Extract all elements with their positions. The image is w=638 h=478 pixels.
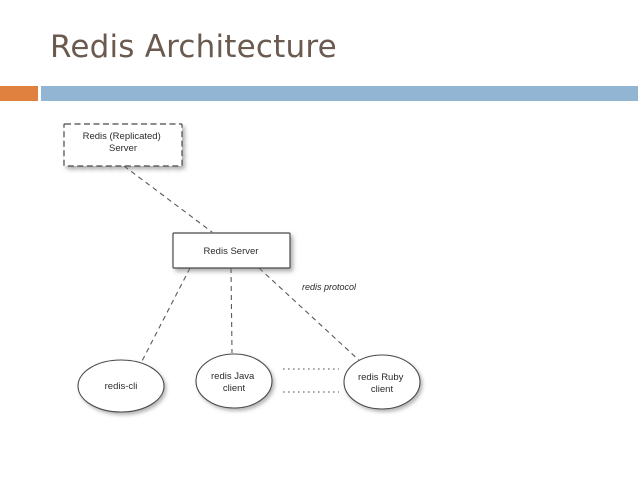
node-redis-ruby-client-shape	[343, 354, 421, 410]
node-redis-server-shape	[172, 232, 291, 269]
edge-server-to-java	[230, 267, 233, 354]
node-redis-server-label: Redis Server	[204, 246, 259, 257]
architecture-diagram: redis protocol Redis (Replicated) Server…	[0, 101, 638, 478]
node-redis-ruby-client-label: redis Ruby client	[358, 372, 406, 395]
title-divider-bar	[41, 86, 638, 101]
diagram-canvas: redis protocol Redis (Replicated) Server…	[63, 123, 421, 413]
node-redis-cli-label: redis-cli	[105, 381, 138, 392]
node-redis-cli[interactable]: redis-cli	[77, 359, 165, 413]
node-redis-java-client-label: redis Java client	[211, 371, 257, 394]
node-replicated-server-shape	[63, 123, 183, 167]
page-title: Redis Architecture	[50, 29, 337, 65]
edge-server-to-cli	[140, 267, 191, 364]
title-accent-block	[0, 86, 38, 101]
node-redis-java-client-shape	[195, 353, 273, 409]
edge-replicated-to-server	[123, 165, 213, 233]
edge-label-redis-protocol: redis protocol	[302, 282, 357, 292]
node-redis-cli-shape	[77, 359, 165, 413]
node-redis-server[interactable]: Redis Server	[172, 232, 291, 269]
node-redis-ruby-client[interactable]: redis Ruby client	[343, 354, 421, 410]
node-replicated-server[interactable]: Redis (Replicated) Server	[63, 123, 183, 167]
node-redis-java-client[interactable]: redis Java client	[195, 353, 273, 409]
node-replicated-server-label: Redis (Replicated) Server	[83, 131, 164, 154]
